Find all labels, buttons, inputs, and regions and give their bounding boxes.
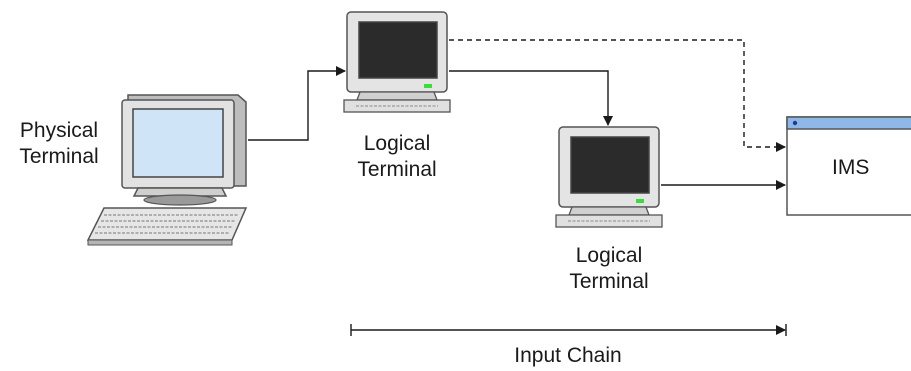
logical-terminal-2-label-line1: Logical bbox=[575, 244, 643, 267]
input-chain-bracket bbox=[350, 324, 787, 336]
logical-terminal-1-label-line1: Logical bbox=[363, 132, 431, 155]
logical-terminal-2-icon bbox=[555, 126, 663, 228]
physical-terminal-icon bbox=[86, 94, 248, 246]
connector-logical1-to-ims-dashed bbox=[449, 39, 786, 152]
physical-terminal-label-line1: Physical bbox=[19, 119, 99, 142]
physical-terminal-label-line2: Terminal bbox=[19, 145, 99, 168]
connector-logical1-to-logical2 bbox=[449, 70, 613, 126]
physical-terminal-label: Physical Terminal bbox=[6, 118, 112, 170]
logical-terminal-1-label-line2: Terminal bbox=[357, 158, 437, 181]
logical-terminal-2-label-line2: Terminal bbox=[569, 270, 649, 293]
logical-terminal-1-label: Logical Terminal bbox=[347, 131, 447, 183]
ims-label: IMS bbox=[832, 156, 870, 179]
logical-terminal-1-icon bbox=[343, 11, 451, 113]
logical-terminal-2-label: Logical Terminal bbox=[559, 243, 659, 295]
input-chain-label: Input Chain bbox=[514, 344, 622, 367]
ims-window bbox=[786, 116, 911, 216]
connector-physical-to-logical1 bbox=[248, 66, 346, 141]
